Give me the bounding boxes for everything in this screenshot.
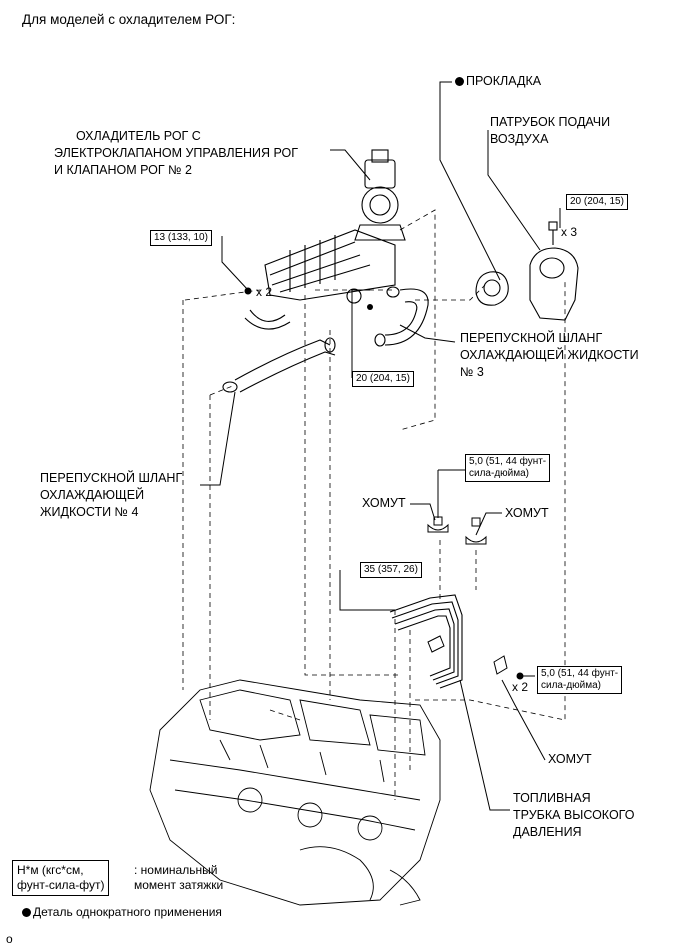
gasket-leader-line	[439, 81, 501, 281]
clamp-bottom-leader-line	[501, 679, 546, 761]
egr-cooler-drawing	[244, 149, 406, 330]
legend-single-use: Деталь однократного применения	[22, 905, 222, 919]
single-use-dot-icon	[22, 908, 31, 918]
clamp-right-label: ХОМУТ	[505, 506, 549, 520]
engine-block-drawing	[149, 679, 441, 906]
egr-cooler-leader-line	[330, 149, 371, 181]
intake-pipe-leader-line	[487, 130, 541, 251]
egr-cooler-label: ОХЛАДИТЕЛЬ РОГ С ЭЛЕКТРОКЛАПАНОМ УПРАВЛЕ…	[54, 129, 299, 177]
gasket-label: ПРОКЛАДКА	[455, 73, 541, 90]
torque-box-2: 20 (204, 15)	[566, 194, 628, 210]
clamp-left-label: ХОМУТ	[362, 496, 406, 510]
intake-pipe-drawing	[529, 247, 579, 321]
hose3-leader-line	[399, 324, 456, 343]
corner-mark: o	[6, 932, 13, 946]
torque-box-6: 5,0 (51, 44 фунт- сила-дюйма)	[537, 666, 623, 694]
multiplier-3: x 2	[512, 680, 529, 694]
hose4-leader-line	[200, 391, 236, 486]
clamp-bottom-label: ХОМУТ	[548, 752, 592, 766]
multiplier-2: x 3	[561, 225, 578, 239]
hose4-drawing	[234, 339, 331, 381]
page-title: Для моделей с охладителем РОГ:	[22, 12, 236, 27]
fuel-pipe-drawing	[389, 594, 463, 689]
torque-box-3: 20 (204, 15)	[352, 371, 414, 387]
torque-box-5: 35 (357, 26)	[360, 562, 422, 578]
torque-box-1: 13 (133, 10)	[150, 230, 212, 246]
single-use-dot-icon	[455, 77, 464, 87]
legend-unit-box: Н*м (кгс*см, фунт-сила-фут)	[12, 860, 110, 896]
intake-pipe-label: ПАТРУБОК ПОДАЧИ ВОЗДУХА	[490, 115, 611, 146]
fuel-pipe-leader-line	[459, 679, 510, 811]
fuel-pipe-label: ТОПЛИВНАЯ ТРУБКА ВЫСОКОГО ДАВЛЕНИЯ	[513, 791, 635, 839]
legend-unit-text: : номинальный момент затяжки	[134, 863, 224, 892]
hose4-label: ПЕРЕПУСКНОЙ ШЛАНГ ОХЛАЖДАЮЩЕЙ ЖИДКОСТИ №…	[40, 471, 183, 519]
hose3-drawing	[384, 288, 429, 346]
torque-box-4: 5,0 (51, 44 фунт- сила-дюйма)	[465, 454, 551, 482]
multiplier-1: x 2	[256, 285, 273, 299]
gasket-drawing	[475, 271, 509, 306]
hose3-label: ПЕРЕПУСКНОЙ ШЛАНГ ОХЛАЖДАЮЩЕЙ ЖИДКОСТИ №…	[460, 331, 639, 379]
